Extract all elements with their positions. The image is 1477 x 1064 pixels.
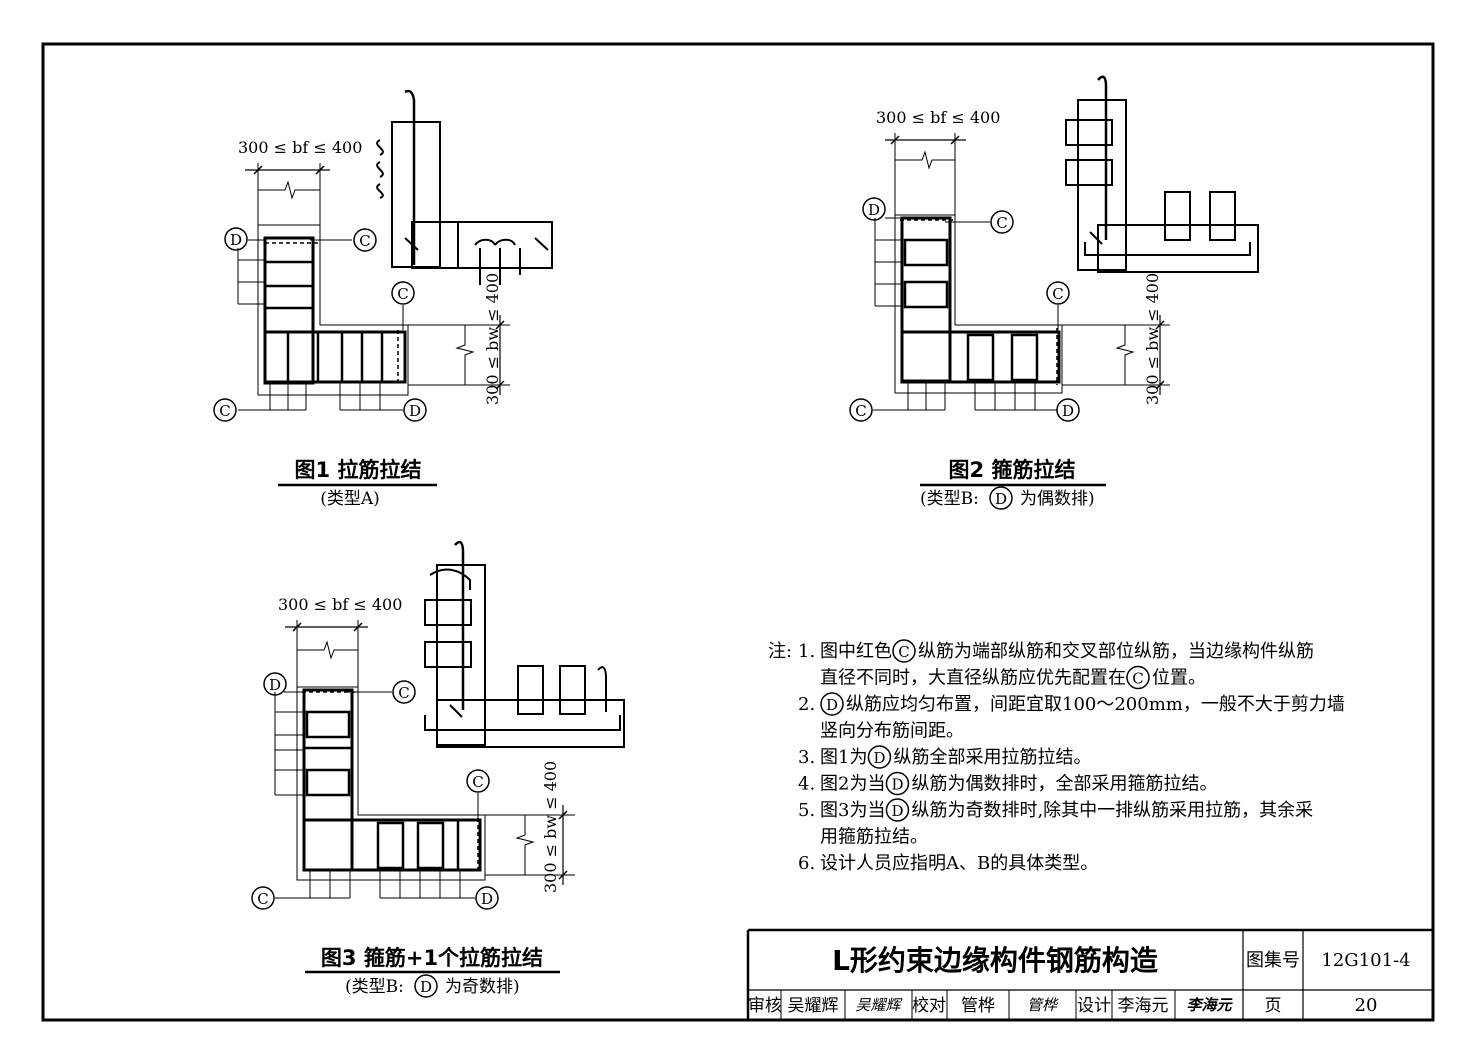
- marker-d: D: [995, 490, 1007, 508]
- note-text: 竖向分布筋间距。: [820, 721, 964, 742]
- dim-flange-label: 300 ≤ bf ≤ 400: [876, 108, 1000, 127]
- check-label: 校对: [912, 996, 946, 1016]
- sheet-border: [41, 42, 1435, 1022]
- fig3-title: 图3 箍筋+1个拉筋拉结: [321, 946, 543, 970]
- note-number: 1.: [798, 641, 815, 662]
- dim-web-label: 300 ≤ bw ≤ 400: [483, 273, 502, 405]
- fig3-subtitle-post: 为奇数排): [445, 977, 520, 997]
- dim-web-label: 300 ≤ bw ≤ 400: [541, 761, 560, 893]
- note-marker-circle: [867, 745, 892, 769]
- figure-2: 300 ≤ bf ≤ 400 D C C C: [849, 75, 1259, 422]
- fig2-subtitle-post: 为偶数排): [1020, 489, 1095, 509]
- note-marker: D: [826, 696, 838, 714]
- note-text: 用箍筋拉结。: [820, 827, 928, 848]
- atlas-value: 12G101-4: [1321, 950, 1410, 971]
- designer-signature: 李海元: [1186, 996, 1233, 1014]
- fig2-subtitle-pre: (类型B:: [920, 489, 979, 509]
- note-text: 图1为: [820, 747, 867, 768]
- fig1-subtitle: (类型A): [320, 489, 380, 509]
- marker-c: C: [359, 232, 370, 250]
- note-text: 纵筋为端部纵筋和交叉部位纵筋，当边缘构件纵筋: [918, 641, 1314, 662]
- note-number: 2.: [798, 694, 815, 715]
- fig3-subtitle-pre: (类型B:: [345, 977, 404, 997]
- dim-flange-label: 300 ≤ bf ≤ 400: [278, 595, 402, 614]
- marker-d: D: [868, 201, 880, 219]
- marker-c: C: [996, 214, 1007, 232]
- design-label: 设计: [1077, 996, 1111, 1016]
- notes-block: 注: 1.图中红色 C 纵筋为端部纵筋和交叉部位纵筋，当边缘构件纵筋直径不同时，大直径…: [768, 639, 1345, 874]
- note-text: 直径不同时，大直径纵筋应优先配置在: [820, 668, 1126, 689]
- page-label: 页: [1265, 996, 1282, 1016]
- note-number: 4.: [798, 774, 815, 795]
- note-text: 图3为当: [820, 800, 885, 821]
- notes-label: 注:: [768, 641, 792, 662]
- marker-c: C: [472, 773, 483, 791]
- note-text: 纵筋为奇数排时,除其中一排纵筋采用拉筋，其余采: [911, 800, 1313, 821]
- marker-c: C: [398, 684, 409, 702]
- note-number: 6.: [798, 853, 815, 874]
- note-text: 设计人员应指明A、B的具体类型。: [820, 853, 1098, 874]
- marker-d: D: [409, 402, 421, 420]
- note-marker-circle: [1126, 665, 1150, 690]
- page-number: 20: [1355, 995, 1378, 1016]
- review-label: 审核: [748, 996, 782, 1016]
- note-marker: D: [891, 776, 903, 794]
- title-block: L形约束边缘构件钢筋构造 图集号 12G101-4 审核 吴耀辉 吴耀辉 校对 …: [746, 928, 1433, 1020]
- note-marker-circle: [892, 639, 916, 663]
- marker-c: C: [397, 285, 408, 303]
- note-marker: C: [1132, 670, 1143, 688]
- reviewer-name: 吴耀辉: [788, 996, 839, 1016]
- note-text: 图中红色: [820, 641, 892, 662]
- dim-web-label: 300 ≤ bw ≤ 400: [1143, 273, 1162, 405]
- note-marker: D: [891, 802, 903, 820]
- drawing-title: L形约束边缘构件钢筋构造: [832, 944, 1158, 977]
- fig2-title: 图2 箍筋拉结: [949, 458, 1076, 482]
- marker-d: D: [230, 231, 242, 249]
- marker-d: D: [269, 676, 281, 694]
- marker-d: D: [420, 978, 432, 996]
- reviewer-signature: 吴耀辉: [855, 996, 903, 1014]
- note-text: 纵筋为偶数排时，全部采用箍筋拉结。: [911, 774, 1217, 795]
- marker-d: D: [481, 890, 493, 908]
- note-text: 位置。: [1152, 668, 1206, 689]
- marker-c: C: [257, 890, 268, 908]
- note-marker: C: [898, 643, 909, 661]
- note-marker: D: [873, 749, 885, 767]
- note-marker-circle: [885, 798, 910, 822]
- checker-name: 管桦: [961, 996, 995, 1016]
- marker-d: D: [1062, 402, 1074, 420]
- note-text: 纵筋应均匀布置，间距宜取100～200mm，一般不大于剪力墙: [846, 694, 1345, 715]
- note-text: 图2为当: [820, 774, 885, 795]
- note-number: 3.: [798, 747, 815, 768]
- marker-c: C: [219, 402, 230, 420]
- figure-3: 300 ≤ bf ≤ 400 D C C: [251, 540, 625, 910]
- note-text: 纵筋全部采用拉筋拉结。: [893, 747, 1091, 768]
- fig1-title: 图1 拉筋拉结: [295, 458, 422, 482]
- note-marker-circle: [820, 692, 844, 716]
- checker-signature: 管桦: [1027, 996, 1059, 1014]
- marker-c: C: [855, 402, 866, 420]
- note-number: 5.: [798, 800, 815, 821]
- atlas-label: 图集号: [1246, 950, 1300, 971]
- designer-name: 李海元: [1118, 996, 1169, 1016]
- note-marker-circle: [885, 771, 910, 796]
- figure-1: 300 ≤ bf ≤ 400 D C: [213, 89, 553, 422]
- marker-c: C: [1052, 285, 1063, 303]
- dim-flange-label: 300 ≤ bf ≤ 400: [238, 138, 362, 157]
